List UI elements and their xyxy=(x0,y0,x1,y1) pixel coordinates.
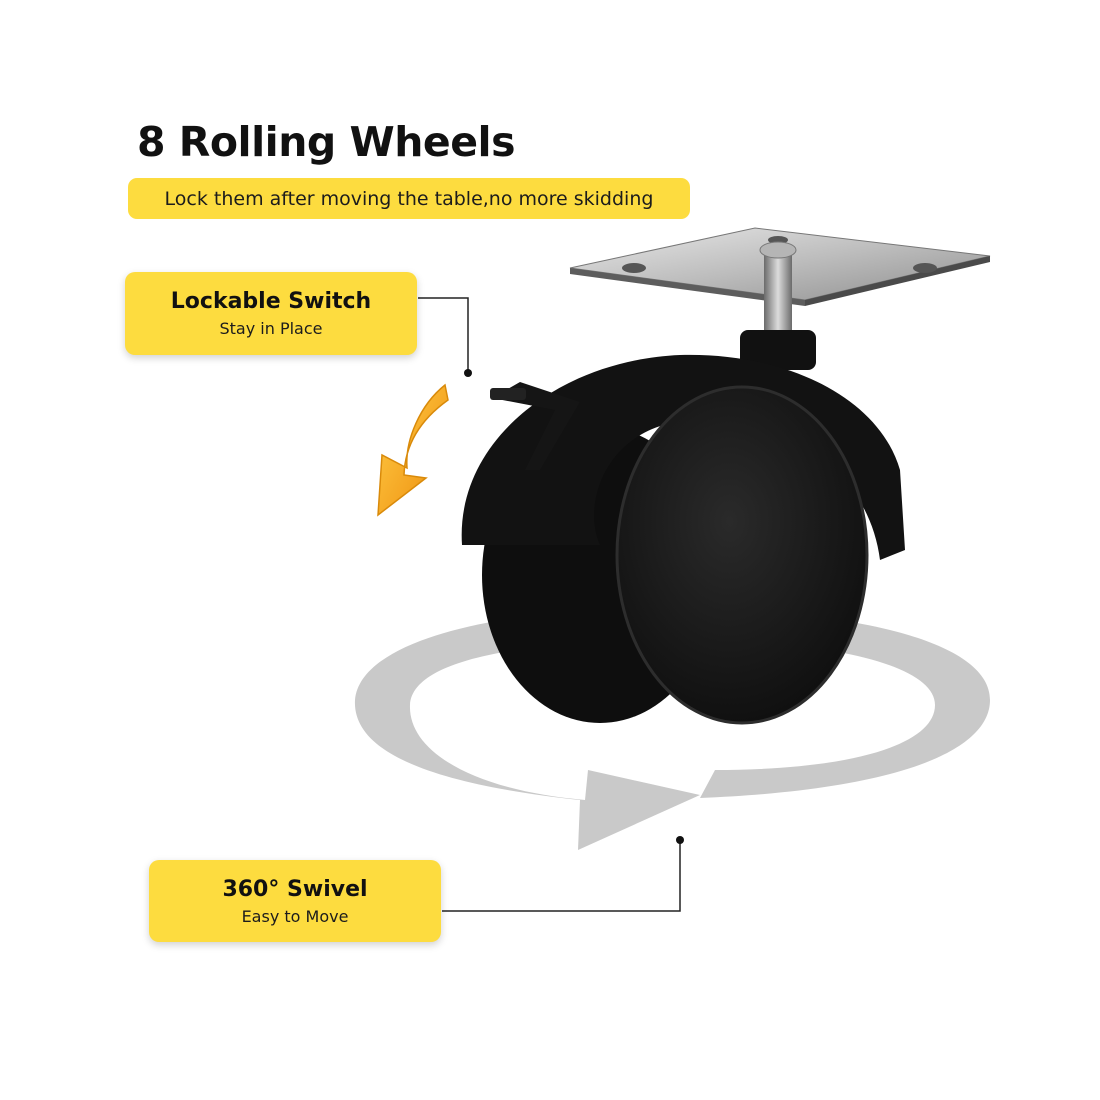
lockable-switch-callout: Lockable Switch Stay in Place xyxy=(125,272,417,355)
swivel-callout: 360° Swivel Easy to Move xyxy=(149,860,441,942)
swivel-ring xyxy=(354,607,990,850)
subtitle-banner: Lock them after moving the table,no more… xyxy=(128,178,690,219)
lockable-switch-title: Lockable Switch xyxy=(170,289,372,314)
page-title: 8 Rolling Wheels xyxy=(137,118,516,166)
swivel-title: 360° Swivel xyxy=(222,876,368,902)
lockable-switch-subtitle: Stay in Place xyxy=(219,319,323,338)
lock-direction-arrow-icon xyxy=(377,383,449,517)
wheel-body xyxy=(461,354,905,725)
subtitle-text: Lock them after moving the table,no more… xyxy=(164,187,654,210)
swivel-stem xyxy=(740,241,816,370)
lockable-connector-line xyxy=(418,297,472,377)
swivel-connector-line xyxy=(442,836,684,912)
swivel-subtitle: Easy to Move xyxy=(241,906,349,926)
